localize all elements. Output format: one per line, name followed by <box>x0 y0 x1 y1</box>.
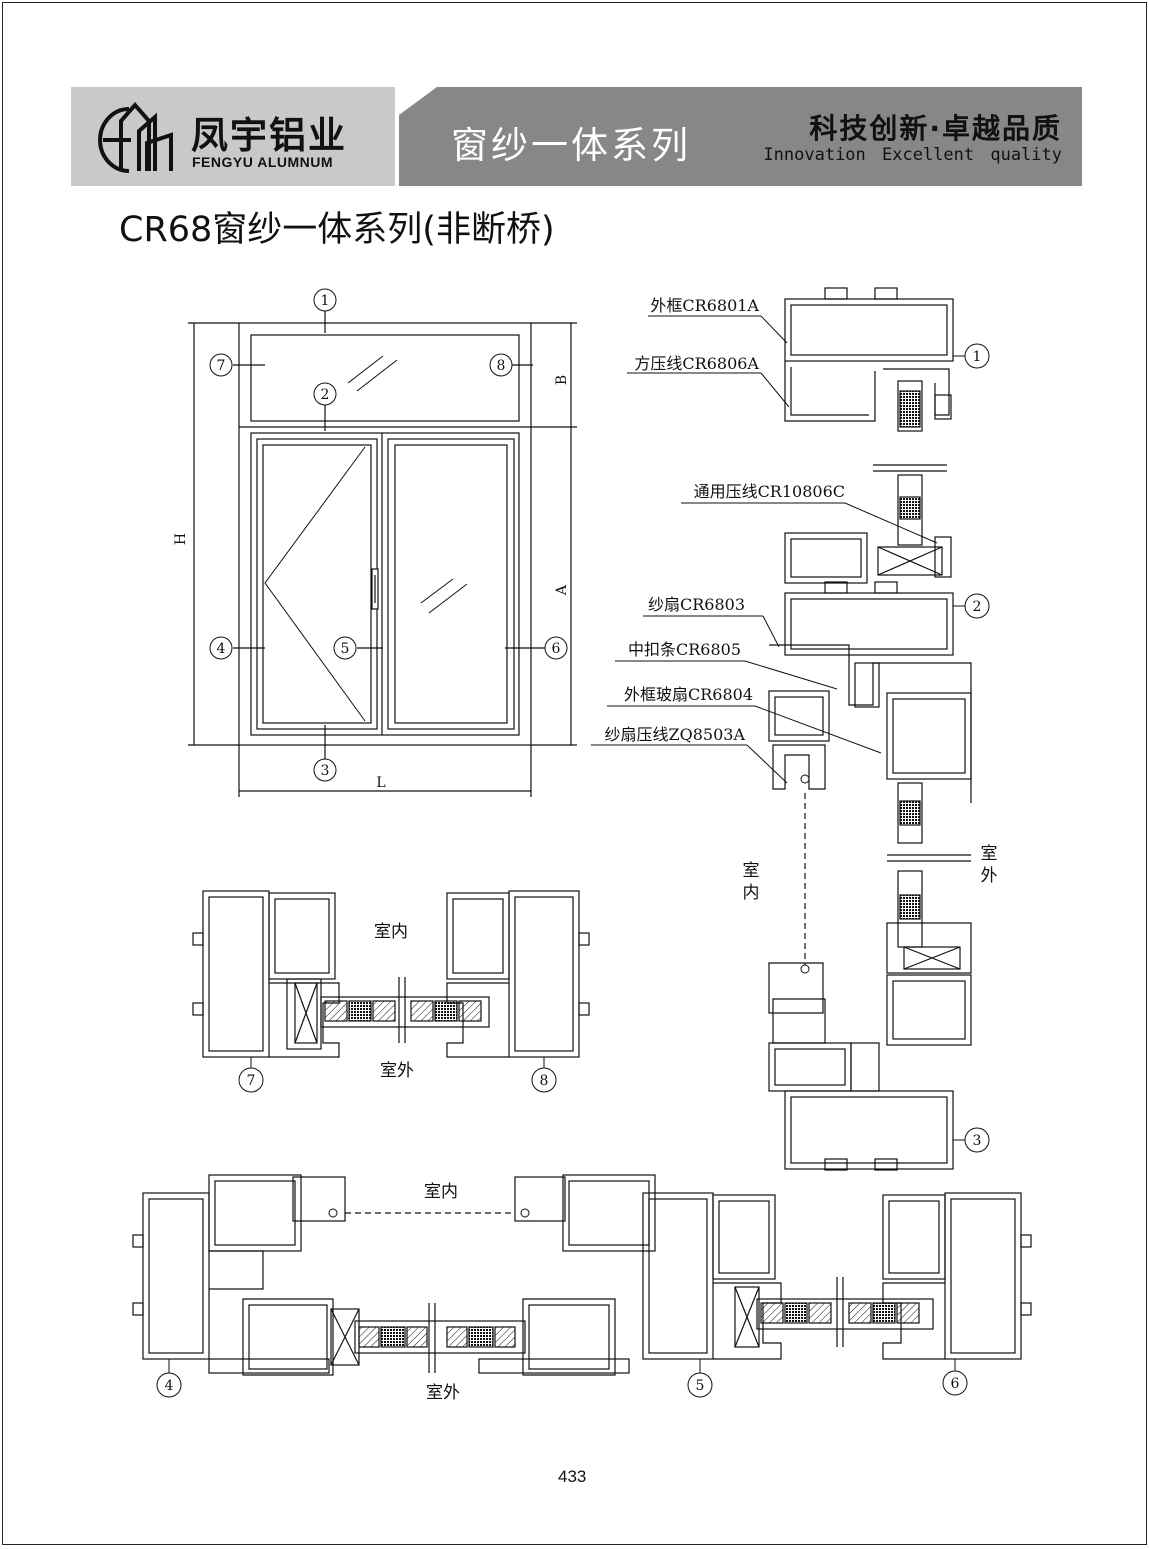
dim-width: L <box>376 775 385 791</box>
label-outdoor-v1: 室 <box>981 844 998 864</box>
section-marker-5: 5 <box>696 1378 705 1394</box>
label-outer-frame: 外框CR6801A <box>650 296 759 315</box>
marker-7: 7 <box>217 358 226 374</box>
section-7-8 <box>192 890 590 1069</box>
label-indoor-78: 室内 <box>374 922 408 942</box>
series-banner: 窗纱一体系列 科技创新·卓越品质 Innovation Excellent qu… <box>399 87 1082 186</box>
marker-2: 2 <box>321 387 330 403</box>
dim-sash: A <box>554 584 570 596</box>
label-common-bead: 通用压线CR10806C <box>694 482 845 501</box>
page-number: 433 <box>558 1467 587 1486</box>
technical-drawing: 1 2 3 7 8 4 5 6 H B A L <box>132 287 1032 1403</box>
label-screen-bead: 纱扇压线ZQ8503A <box>604 725 745 744</box>
marker-8: 8 <box>497 358 506 374</box>
section-marker-8: 8 <box>540 1073 549 1089</box>
banner-notch <box>399 87 437 115</box>
building-logo-icon <box>98 101 173 173</box>
section-marker-4: 4 <box>165 1378 174 1394</box>
section-marker-3: 3 <box>973 1133 982 1149</box>
series-name: 窗纱一体系列 <box>451 124 691 167</box>
label-indoor-456: 室内 <box>424 1182 458 1202</box>
label-indoor-v2: 内 <box>743 883 760 903</box>
marker-4: 4 <box>217 641 226 657</box>
section-marker-7: 7 <box>247 1073 256 1089</box>
marker-3: 3 <box>321 763 330 779</box>
label-screen-sash: 纱扇CR6803 <box>648 595 745 614</box>
brand-logo-block: 凤宇铝业 FENGYU ALUMNUM <box>71 87 395 186</box>
section-marker-1: 1 <box>973 349 982 365</box>
page-title: CR68窗纱一体系列(非断桥) <box>119 210 555 250</box>
section-4-5-6 <box>132 1174 1032 1376</box>
label-indoor-v1: 室 <box>743 861 760 881</box>
label-glass-sash: 外框玻扇CR6804 <box>624 685 753 704</box>
section-markers <box>800 343 990 1153</box>
vertical-section <box>591 287 972 1171</box>
brand-name-cn: 凤宇铝业 <box>191 114 347 157</box>
dim-height: H <box>173 533 189 545</box>
slogan-cn: 科技创新·卓越品质 <box>809 112 1062 145</box>
slogan-en: Innovation Excellent quality <box>763 145 1062 165</box>
marker-6: 6 <box>552 641 561 657</box>
label-outdoor-78: 室外 <box>380 1061 414 1081</box>
brand-name-en: FENGYU ALUMNUM <box>192 154 334 170</box>
label-outdoor-456: 室外 <box>426 1383 460 1403</box>
section-marker-2: 2 <box>973 599 982 615</box>
dim-transom: B <box>554 375 570 385</box>
section-marker-6: 6 <box>951 1376 960 1392</box>
window-elevation <box>188 311 577 797</box>
label-square-bead: 方压线CR6806A <box>634 354 759 373</box>
label-middle-clip: 中扣条CR6805 <box>628 640 741 659</box>
marker-1: 1 <box>321 293 330 309</box>
elevation-markers <box>209 288 568 782</box>
marker-5: 5 <box>341 641 350 657</box>
label-outdoor-v2: 外 <box>981 866 998 886</box>
